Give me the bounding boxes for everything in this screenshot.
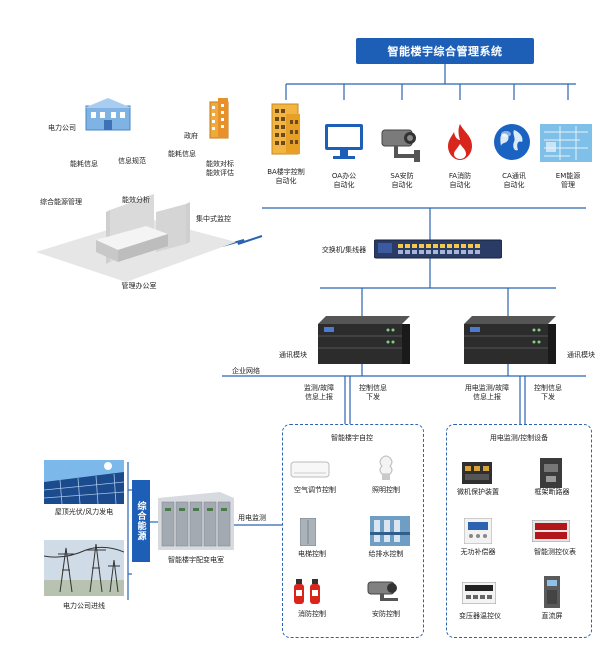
comm-module-right-label: 通讯模块	[567, 351, 595, 359]
monitor-icon	[325, 124, 363, 159]
power-control-item-4: 变压器温控仪	[459, 612, 501, 620]
power-control-title: 用电监测/控制设备	[489, 434, 549, 442]
subsystem-sa	[378, 124, 426, 168]
subsystem-fa	[444, 122, 476, 166]
smart-building-title: 智能楼宇自控	[331, 434, 373, 442]
subsystem-ba-label: BA楼宇控制自动化	[267, 168, 305, 185]
enterprise-network-label: 企业网络	[232, 367, 260, 375]
air-conditioner-icon	[290, 461, 330, 478]
solar-label: 屋顶光伏/风力发电	[54, 508, 114, 516]
power-control-item-5: 直流屏	[541, 612, 563, 620]
subsystem-ca	[492, 122, 532, 166]
energy-compare-label: 能效对标能效评估	[206, 160, 234, 177]
government-label: 政府	[184, 132, 198, 140]
subsystem-ca-label: CA通讯自动化	[502, 172, 526, 189]
relay-protection-icon	[462, 462, 492, 484]
subsystem-ba	[266, 100, 306, 160]
power-monitoring-label: 用电监测	[238, 514, 266, 522]
right-downlink-label: 控制信息下发	[534, 384, 562, 401]
management-office-label: 管理办公室	[121, 282, 157, 290]
smart-building-item-4: 消防控制	[298, 610, 326, 618]
comm-module-left-device	[318, 316, 410, 364]
left-uplink-label: 监测/故障信息上报	[303, 384, 335, 401]
right-uplink-label: 用电监测/故障信息上报	[464, 384, 510, 401]
smart-building-item-1: 照明控制	[372, 486, 400, 494]
management-office-illustration	[36, 194, 236, 282]
security-camera-icon	[367, 581, 398, 601]
power-control-box	[446, 424, 592, 638]
transformer-temp-controller-icon	[462, 582, 496, 604]
power-control-item-0: 微机保护装置	[457, 488, 499, 496]
subsystem-em	[540, 124, 592, 166]
network-switch	[374, 239, 502, 259]
reactive-compensator-icon	[464, 518, 492, 544]
smart-meter-icon	[532, 520, 570, 542]
subsystem-em-label: EM能源管理	[555, 172, 581, 189]
substation-image	[158, 492, 234, 550]
energy-info-label: 能耗信息	[70, 160, 98, 168]
energy-consumption-label: 能耗信息	[168, 150, 196, 158]
elevator-icon	[300, 518, 316, 546]
solar-panel-image	[44, 460, 124, 504]
integrated-energy-label: 综合能源管理	[40, 198, 82, 206]
subsystem-oa	[323, 122, 365, 166]
government-building-icon	[209, 98, 229, 139]
fire-extinguisher-icon	[294, 579, 320, 604]
light-bulb-icon	[379, 455, 393, 480]
switch-label: 交换机/集线器	[321, 246, 367, 254]
subsystem-sa-label: SA安防自动化	[390, 172, 414, 189]
frame-breaker-icon	[540, 458, 562, 488]
energy-screen-icon	[540, 124, 592, 162]
comm-module-left-label: 通讯模块	[279, 351, 307, 359]
smart-building-box	[282, 424, 424, 638]
smart-building-item-2: 电梯控制	[298, 550, 326, 558]
globe-icon	[494, 124, 530, 160]
power-control-item-3: 智能测控仪表	[534, 548, 576, 556]
efficiency-analysis-label: 能效分析	[122, 196, 150, 204]
integrated-energy-tab: 综合能源	[132, 480, 150, 562]
smart-building-item-0: 空气调节控制	[294, 486, 336, 494]
building-icon	[271, 103, 300, 155]
power-control-item-1: 框架断路器	[534, 488, 570, 496]
grid-label: 电力公司进线	[63, 602, 105, 610]
central-monitor-label: 集中式监控	[196, 215, 231, 223]
smart-building-item-3: 给排水控制	[368, 550, 404, 558]
substation-label: 智能楼宇配变电室	[168, 556, 224, 564]
left-downlink-label: 控制信息下发	[359, 384, 387, 401]
power-control-item-2: 无功补偿器	[460, 548, 496, 556]
system-title: 智能楼宇综合管理系统	[356, 38, 534, 64]
power-grid-image	[44, 540, 124, 596]
subsystem-oa-label: OA办公自动化	[331, 172, 357, 189]
subsystem-fa-label: FA消防自动化	[448, 172, 472, 189]
power-company-label: 电力公司	[48, 124, 76, 132]
smart-building-item-5: 安防控制	[372, 610, 400, 618]
power-company-icon	[84, 98, 132, 131]
fire-icon	[448, 124, 472, 160]
camera-icon	[381, 129, 420, 162]
info-report-label: 信息规范	[118, 157, 146, 165]
comm-module-right-device	[464, 316, 556, 364]
water-pump-icon	[370, 516, 410, 546]
dc-panel-icon	[544, 576, 560, 608]
